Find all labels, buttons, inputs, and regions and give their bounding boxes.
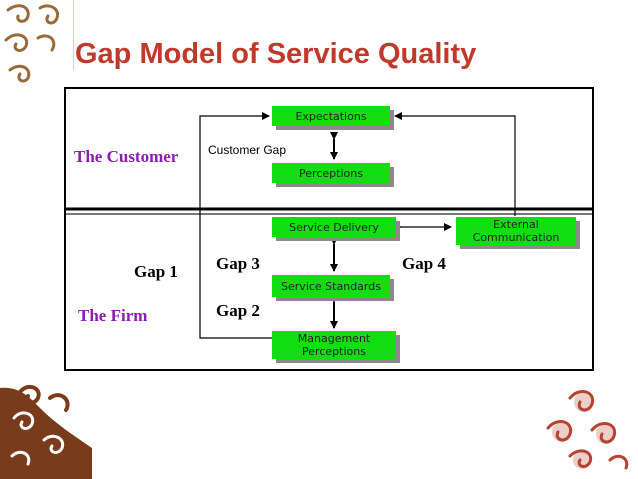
service-delivery-box: Service Delivery <box>272 217 396 237</box>
service-standards-box: Service Standards <box>272 275 390 297</box>
title-divider <box>73 0 74 70</box>
firm-region-label: The Firm <box>78 306 147 326</box>
gap4-label: Gap 4 <box>402 254 446 274</box>
gap3-label: Gap 3 <box>216 254 260 274</box>
expectations-box: Expectations <box>272 106 390 126</box>
customer-region-label: The Customer <box>74 147 178 167</box>
swirl-ornament-top-left <box>0 0 72 88</box>
management-perceptions-box: Management Perceptions <box>272 331 396 359</box>
gap2-label: Gap 2 <box>216 301 260 321</box>
gap-model-diagram: The Customer The Firm Customer Gap Gap 1… <box>64 87 594 371</box>
external-communication-connector <box>395 116 515 216</box>
perceptions-box: Perceptions <box>272 163 390 183</box>
external-communication-box: External Communication <box>456 217 576 245</box>
swirl-ornament-bottom-right <box>540 378 638 479</box>
gap1-label: Gap 1 <box>134 262 178 282</box>
swirl-ornament-bottom-left <box>0 378 100 479</box>
slide-title: Gap Model of Service Quality <box>75 38 476 71</box>
customer-gap-label: Customer Gap <box>208 143 286 157</box>
